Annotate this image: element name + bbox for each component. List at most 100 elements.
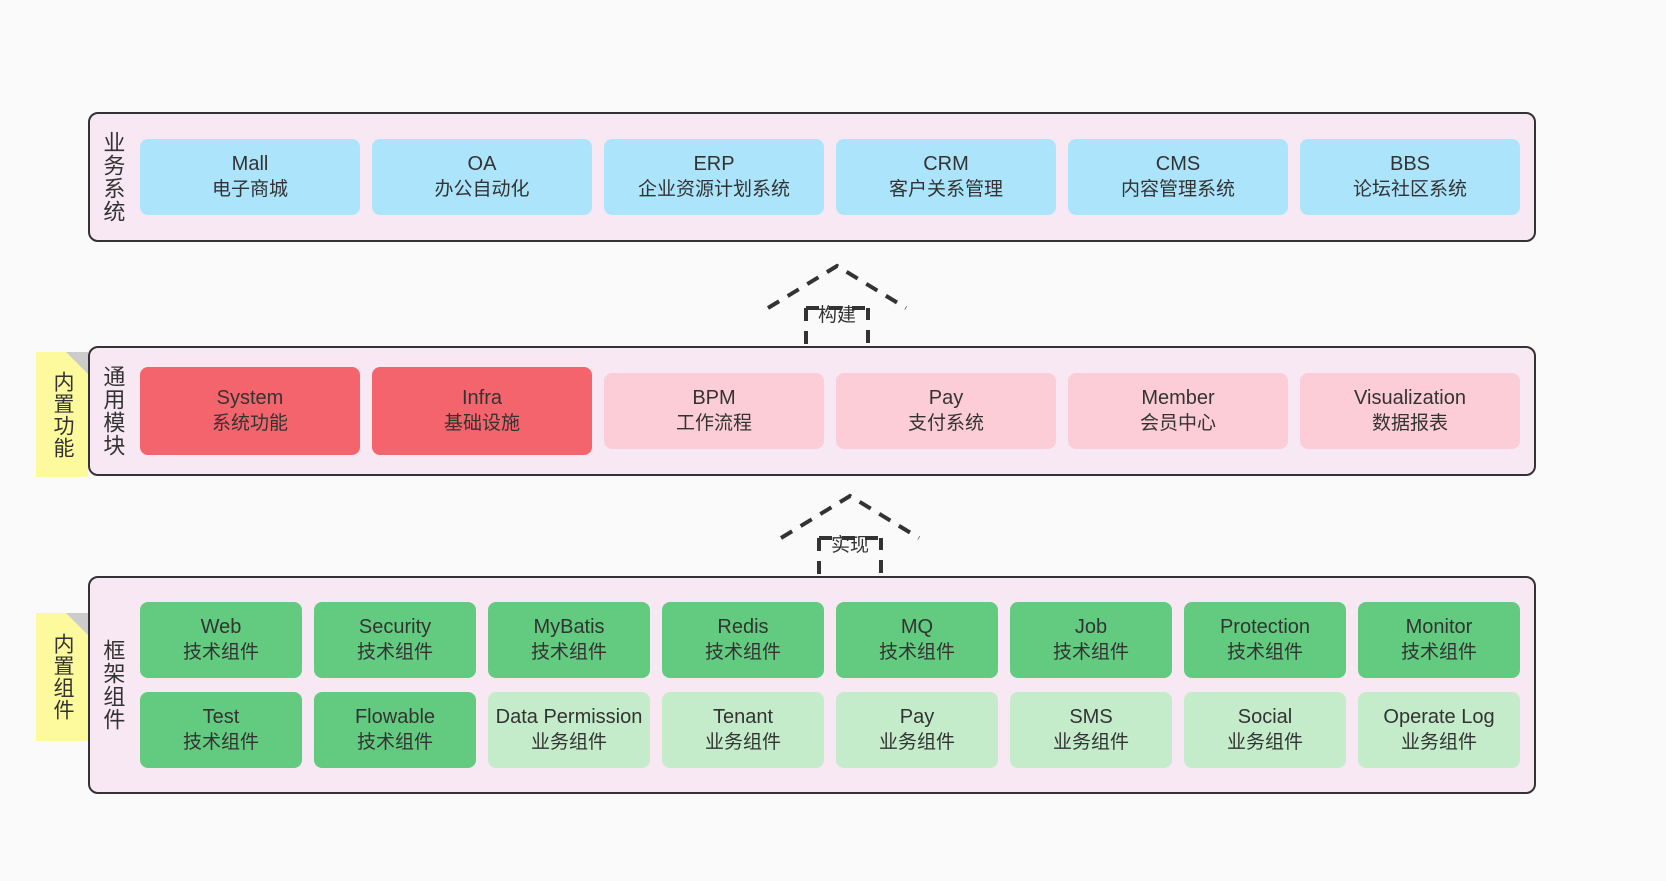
layer-body-framework-components: Web 技术组件 Security 技术组件 MyBatis 技术组件 Redi…: [134, 578, 1534, 792]
card-subtitle: 业务组件: [1226, 731, 1303, 753]
card-title: Data Permission: [495, 706, 643, 729]
card-title: Visualization: [1354, 387, 1466, 410]
card-subtitle: 数据报表: [1371, 412, 1448, 434]
card-title: OA: [467, 153, 497, 176]
layer-body-common-modules: System 系统功能 Infra 基础设施 BPM 工作流程 Pay 支付系统…: [134, 348, 1534, 474]
card-flowable[interactable]: Flowable 技术组件: [314, 692, 476, 768]
card-title: Member: [1141, 387, 1215, 410]
layer-title-common-modules: 通用模块: [100, 365, 126, 457]
layer-business-system: 业务系统 Mall 电子商城 OA 办公自动化 ERP 企业资源计划系统 CRM…: [88, 112, 1536, 242]
component-row-business: Test 技术组件 Flowable 技术组件 Data Permission …: [140, 692, 1520, 768]
card-subtitle: 企业资源计划系统: [637, 178, 790, 200]
arrow-implement: 实现: [775, 492, 925, 584]
card-subtitle: 技术组件: [182, 641, 259, 663]
card-title: Flowable: [354, 706, 436, 729]
card-subtitle: 论坛社区系统: [1352, 178, 1467, 200]
sticky-note-builtin-features: 内置功能: [36, 352, 88, 477]
card-title: Pay: [899, 706, 935, 729]
sticky-note-label: 内置组件: [50, 633, 74, 721]
card-redis[interactable]: Redis 技术组件: [662, 602, 824, 678]
card-pay[interactable]: Pay 支付系统: [836, 373, 1056, 449]
card-job[interactable]: Job 技术组件: [1010, 602, 1172, 678]
card-title: CMS: [1155, 153, 1201, 176]
card-subtitle: 技术组件: [530, 641, 607, 663]
card-subtitle: 技术组件: [878, 641, 955, 663]
layer-title-framework-components: 框架组件: [100, 639, 126, 731]
card-mybatis[interactable]: MyBatis 技术组件: [488, 602, 650, 678]
card-bpm[interactable]: BPM 工作流程: [604, 373, 824, 449]
card-title: Protection: [1219, 616, 1311, 639]
card-bbs[interactable]: BBS 论坛社区系统: [1300, 139, 1520, 215]
card-title: BPM: [692, 387, 736, 410]
arrow-implement-label: 实现: [830, 535, 870, 556]
arrow-build: 构建: [762, 262, 912, 354]
card-title: Mall: [231, 153, 269, 176]
card-subtitle: 会员中心: [1139, 412, 1216, 434]
card-social[interactable]: Social 业务组件: [1184, 692, 1346, 768]
card-title: MQ: [900, 616, 934, 639]
card-infra[interactable]: Infra 基础设施: [372, 367, 592, 455]
card-monitor[interactable]: Monitor 技术组件: [1358, 602, 1520, 678]
sticky-note-builtin-components: 内置组件: [36, 613, 88, 741]
card-title: Job: [1074, 616, 1108, 639]
layer-common-modules: 通用模块 System 系统功能 Infra 基础设施 BPM 工作流程 Pay…: [88, 346, 1536, 476]
card-data-permission[interactable]: Data Permission 业务组件: [488, 692, 650, 768]
card-subtitle: 基础设施: [443, 412, 520, 434]
card-subtitle: 电子商城: [211, 178, 288, 200]
card-test[interactable]: Test 技术组件: [140, 692, 302, 768]
card-subtitle: 技术组件: [356, 641, 433, 663]
card-mall[interactable]: Mall 电子商城: [140, 139, 360, 215]
card-cms[interactable]: CMS 内容管理系统: [1068, 139, 1288, 215]
card-protection[interactable]: Protection 技术组件: [1184, 602, 1346, 678]
card-title: System: [216, 387, 284, 410]
card-subtitle: 技术组件: [182, 731, 259, 753]
layer-title-business-system: 业务系统: [100, 131, 126, 223]
card-subtitle: 业务组件: [704, 731, 781, 753]
card-visualization[interactable]: Visualization 数据报表: [1300, 373, 1520, 449]
card-tenant[interactable]: Tenant 业务组件: [662, 692, 824, 768]
card-subtitle: 工作流程: [675, 412, 752, 434]
card-title: CRM: [923, 153, 969, 176]
card-title: Test: [202, 706, 240, 729]
card-title: BBS: [1389, 153, 1431, 176]
card-title: Redis: [717, 616, 769, 639]
card-title: ERP: [693, 153, 735, 176]
card-member[interactable]: Member 会员中心: [1068, 373, 1288, 449]
card-subtitle: 技术组件: [1052, 641, 1129, 663]
card-subtitle: 业务组件: [530, 731, 607, 753]
card-title: Infra: [461, 387, 503, 410]
arrow-build-label: 构建: [817, 305, 857, 326]
card-subtitle: 技术组件: [356, 731, 433, 753]
card-title: Operate Log: [1383, 706, 1495, 729]
card-erp[interactable]: ERP 企业资源计划系统: [604, 139, 824, 215]
card-subtitle: 办公自动化: [434, 178, 530, 200]
card-title: Security: [358, 616, 432, 639]
note-fold-corner-icon: [66, 352, 88, 374]
card-subtitle: 技术组件: [1400, 641, 1477, 663]
card-title: Pay: [928, 387, 964, 410]
card-subtitle: 技术组件: [704, 641, 781, 663]
card-subtitle: 客户关系管理: [888, 178, 1003, 200]
card-mq[interactable]: MQ 技术组件: [836, 602, 998, 678]
sticky-note-label: 内置功能: [50, 370, 74, 459]
card-title: Tenant: [712, 706, 774, 729]
note-fold-corner-icon: [66, 613, 88, 635]
card-operate-log[interactable]: Operate Log 业务组件: [1358, 692, 1520, 768]
card-subtitle: 内容管理系统: [1120, 178, 1235, 200]
card-security[interactable]: Security 技术组件: [314, 602, 476, 678]
card-pay-business[interactable]: Pay 业务组件: [836, 692, 998, 768]
card-crm[interactable]: CRM 客户关系管理: [836, 139, 1056, 215]
layer-framework-components: 框架组件 Web 技术组件 Security 技术组件 MyBatis 技术组件…: [88, 576, 1536, 794]
card-web[interactable]: Web 技术组件: [140, 602, 302, 678]
card-title: MyBatis: [533, 616, 605, 639]
card-title: Web: [200, 616, 242, 639]
card-subtitle: 业务组件: [1400, 731, 1477, 753]
card-title: Social: [1237, 706, 1293, 729]
card-subtitle: 业务组件: [878, 731, 955, 753]
card-oa[interactable]: OA 办公自动化: [372, 139, 592, 215]
card-subtitle: 系统功能: [211, 412, 288, 434]
card-subtitle: 业务组件: [1052, 731, 1129, 753]
card-sms[interactable]: SMS 业务组件: [1010, 692, 1172, 768]
card-subtitle: 技术组件: [1226, 641, 1303, 663]
card-system[interactable]: System 系统功能: [140, 367, 360, 455]
